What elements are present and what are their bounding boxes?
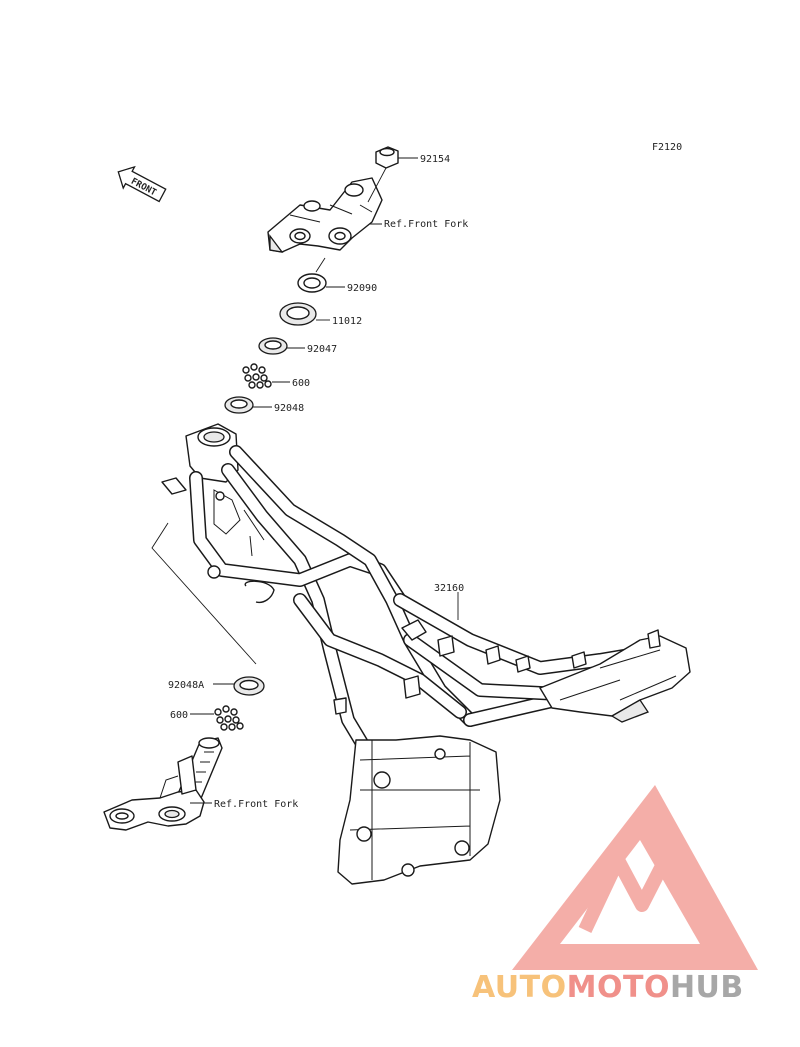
watermark-m-stroke xyxy=(578,853,707,934)
race-92048 xyxy=(224,396,254,414)
upper-bracket xyxy=(267,177,383,253)
callout-ref-front-fork-top: Ref.Front Fork xyxy=(384,219,468,230)
watermark-text: AUTOMOTOHUB xyxy=(472,970,744,1005)
callout-ref-front-fork-bottom: Ref.Front Fork xyxy=(214,799,298,810)
callout-92048: 92048 xyxy=(274,403,304,414)
callout-600-top: 600 xyxy=(292,378,310,389)
leader-ref-top xyxy=(367,167,387,225)
callout-92154: 92154 xyxy=(420,154,450,165)
watermark-hub: HUB xyxy=(670,970,744,1005)
seal-11012 xyxy=(279,302,317,326)
balls-600-top xyxy=(242,363,272,389)
leader-92048A-axis xyxy=(151,522,257,665)
watermark-auto: AUTO xyxy=(472,970,567,1005)
callout-600-bottom: 600 xyxy=(170,710,188,721)
balls-600-bottom xyxy=(214,705,244,731)
race-92048A xyxy=(233,676,265,696)
watermark-moto: MOTO xyxy=(567,970,670,1005)
lower-triple-clamp xyxy=(103,737,223,831)
callout-92048A: 92048A xyxy=(168,680,204,691)
diagram-code: F2120 xyxy=(652,142,682,153)
nut-92154 xyxy=(375,146,399,169)
svg-text:AUTOMOTOHUB: AUTOMOTOHUB xyxy=(472,970,744,1005)
callout-11012: 11012 xyxy=(332,316,362,327)
front-arrow-icon xyxy=(117,165,167,203)
leader-92090-axis xyxy=(315,257,326,273)
callout-92090: 92090 xyxy=(347,283,377,294)
callout-92047: 92047 xyxy=(307,344,337,355)
callout-32160: 32160 xyxy=(434,583,464,594)
race-92047 xyxy=(258,337,288,355)
front-arrow: FRONT xyxy=(117,165,167,203)
ring-92090 xyxy=(297,273,327,293)
frame-32160 xyxy=(161,423,691,885)
watermark-logo xyxy=(512,785,758,970)
